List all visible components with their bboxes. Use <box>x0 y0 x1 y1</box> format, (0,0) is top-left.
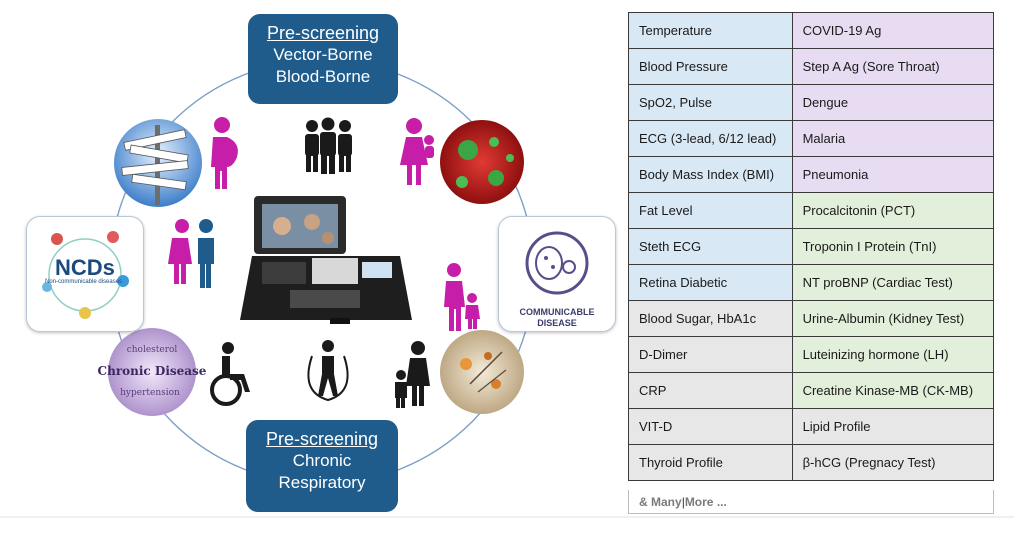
diagram-graphics: cholesterol Chronic Disease hypertension <box>98 59 535 485</box>
bottom-divider <box>0 516 1014 518</box>
many-more-row: & Many|More ... <box>628 490 994 514</box>
lab-test-cell: NT proBNP (Cardiac Test) <box>791 264 995 301</box>
chronic-word-1: cholesterol <box>127 345 178 355</box>
many-more-text-b: More ... <box>684 495 727 509</box>
prescreen-top-box: Pre-screening Vector-Borne Blood-Borne <box>248 14 398 104</box>
pregnant-woman-icon <box>211 117 238 189</box>
prescreen-bottom-line2: Respiratory <box>278 473 366 492</box>
lab-test-cell: Procalcitonin (PCT) <box>791 192 995 229</box>
lab-test-cell: Luteinizing hormone (LH) <box>791 336 995 373</box>
lab-test-cell: Dengue <box>791 84 995 121</box>
signpost-image <box>114 119 202 207</box>
cd-label-line1: COMMUNICABLE <box>519 307 595 317</box>
wheelchair-icon <box>210 342 250 406</box>
ncd-ring-graphic <box>42 231 129 319</box>
ncd-card: NCDs Non-communicable diseases <box>26 216 144 332</box>
germ-icon <box>525 231 589 295</box>
mother-baby-icon <box>400 118 434 185</box>
vital-test-cell: Body Mass Index (BMI) <box>628 156 793 193</box>
jump-rope-icon <box>307 340 349 402</box>
screening-diagram: cholesterol Chronic Disease hypertension <box>26 14 616 512</box>
lab-test-cell: Pneumonia <box>791 156 995 193</box>
communicable-disease-label: COMMUNICABLE DISEASE <box>499 307 615 329</box>
vital-test-cell: SpO2, Pulse <box>628 84 793 121</box>
lab-test-cell: Creatine Kinase-MB (CK-MB) <box>791 372 995 409</box>
vital-test-cell: Steth ECG <box>628 228 793 265</box>
vital-test-cell: VIT-D <box>628 408 793 445</box>
lab-test-cell: β-hCG (Pregnacy Test) <box>791 444 995 481</box>
lab-test-cell: COVID-19 Ag <box>791 12 995 49</box>
ncd-title: NCDs <box>55 255 115 280</box>
virus-image <box>440 120 524 204</box>
adult-child-icon <box>395 341 430 408</box>
vital-test-cell: Blood Pressure <box>628 48 793 85</box>
prescreen-bottom-heading: Pre-screening <box>265 429 379 449</box>
vital-test-cell: Thyroid Profile <box>628 444 793 481</box>
father-child-icon <box>444 263 480 331</box>
vital-test-cell: Retina Diabetic <box>628 264 793 301</box>
vital-test-cell: ECG (3-lead, 6/12 lead) <box>628 120 793 157</box>
ncd-subtitle: Non-communicable diseases <box>45 279 123 285</box>
many-more-text-a: & Many <box>639 495 682 509</box>
mosquito-image <box>440 330 524 414</box>
table-row: Body Mass Index (BMI)Pneumonia <box>628 156 995 193</box>
communicable-disease-card: COMMUNICABLE DISEASE <box>498 216 616 332</box>
lab-test-cell: Lipid Profile <box>791 408 995 445</box>
lab-test-cell: Troponin I Protein (TnI) <box>791 228 995 265</box>
vital-test-cell: Blood Sugar, HbA1c <box>628 300 793 337</box>
table-row: ECG (3-lead, 6/12 lead)Malaria <box>628 120 995 157</box>
many-more-separator: | <box>681 495 685 509</box>
vital-test-cell: CRP <box>628 372 793 409</box>
vital-test-cell: Temperature <box>628 12 793 49</box>
prescreen-top-heading: Pre-screening <box>266 23 380 43</box>
people-group-icon <box>305 117 352 174</box>
lab-test-cell: Urine-Albumin (Kidney Test) <box>791 300 995 337</box>
chronic-word-2: Chronic Disease <box>98 364 207 378</box>
prescreen-bottom-line1: Chronic <box>292 451 352 470</box>
vital-test-cell: Fat Level <box>628 192 793 229</box>
lab-test-cell: Step A Ag (Sore Throat) <box>791 48 995 85</box>
chronic-word-3: hypertension <box>120 388 180 398</box>
man-woman-icon <box>168 219 214 288</box>
chronic-disease-image: cholesterol Chronic Disease hypertension <box>98 328 207 416</box>
vital-test-cell: D-Dimer <box>628 336 793 373</box>
telemedicine-kit-image <box>240 196 412 324</box>
cd-label-line2: DISEASE <box>537 318 577 328</box>
prescreen-bottom-box: Pre-screening Chronic Respiratory <box>246 420 398 512</box>
prescreen-top-line2: Blood-Borne <box>275 67 371 86</box>
lab-test-cell: Malaria <box>791 120 995 157</box>
prescreen-top-line1: Vector-Borne <box>273 45 373 64</box>
